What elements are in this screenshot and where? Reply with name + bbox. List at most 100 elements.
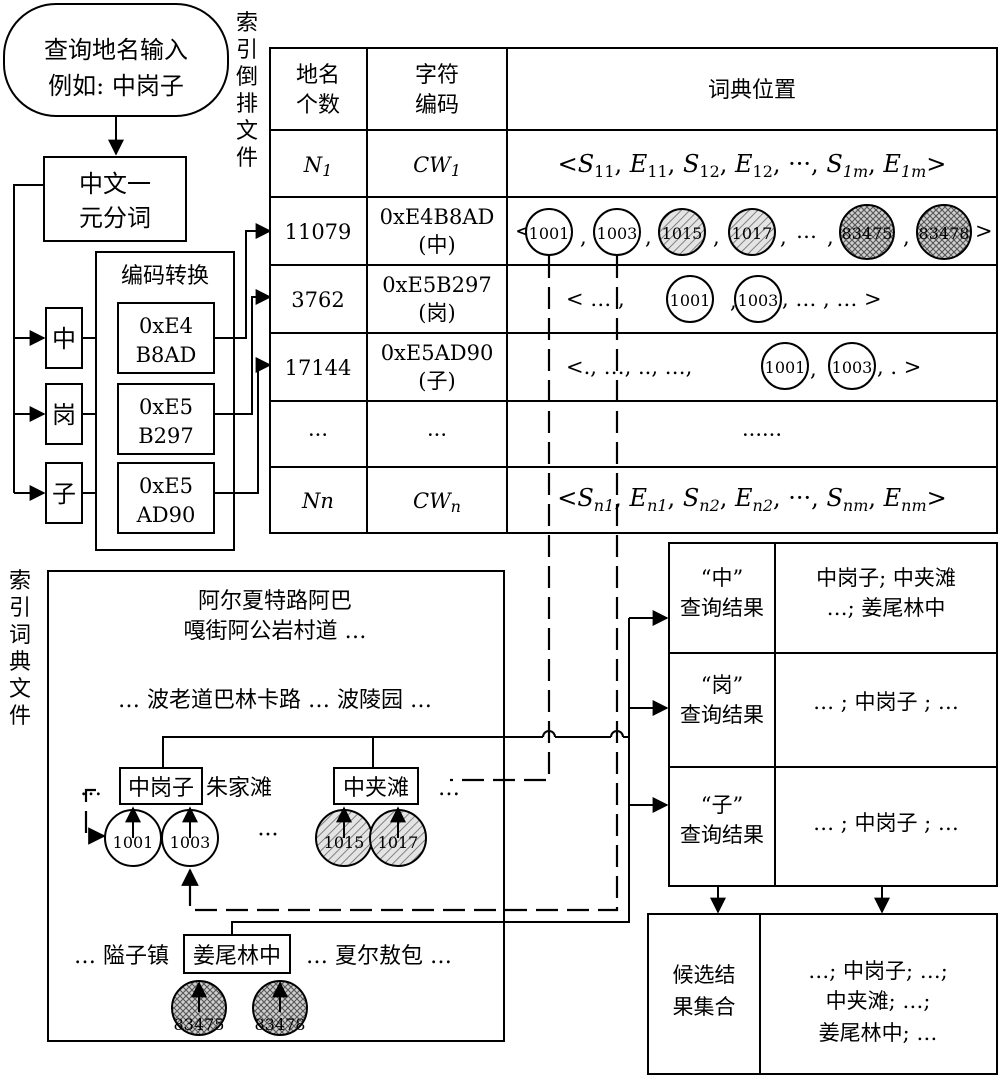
row2-circle-1017: 1017	[728, 208, 776, 256]
svg-text:倒: 倒	[236, 65, 258, 90]
encoding-group: 编码转换 0xE4 B8AD 0xE5 B297 0xE5 AD90	[95, 251, 235, 551]
svg-text:索: 索	[9, 569, 31, 594]
arrow-code2-to-row	[214, 289, 272, 415]
dictionary-file: 阿尔夏特路阿巴 嘎街阿公岩村道 … … 波老道巴林卡路 … 波陵园 … … 中岗…	[47, 570, 505, 1042]
char-box-zhong: 中	[45, 307, 83, 369]
row3-count: 3762	[291, 288, 344, 312]
row2-sep-5: ,	[827, 225, 834, 249]
row4-post: , . >	[877, 355, 921, 379]
row4-code-line1: 0xE5AD90	[381, 341, 494, 365]
row2-count: 11079	[285, 220, 352, 244]
row2-sep-3: ,	[713, 225, 720, 249]
dict-name-zhonggangzi: 中岗子	[128, 776, 194, 801]
segmentation-split-bus	[13, 184, 44, 493]
svg-text:词: 词	[9, 623, 31, 648]
row3-mid: , … , … >	[782, 287, 882, 311]
candidates-label1: 候选结	[673, 963, 736, 987]
svg-text:文: 文	[9, 677, 31, 702]
svg-text:1001: 1001	[113, 833, 154, 852]
row2-sep-6: ,	[903, 225, 910, 249]
row3-pre: < … ,	[566, 287, 625, 311]
svg-text:1003: 1003	[738, 291, 779, 310]
svg-text:1015: 1015	[324, 833, 365, 852]
svg-text:文: 文	[236, 119, 258, 144]
svg-text:引: 引	[9, 596, 31, 621]
result-zi-label2: 查询结果	[680, 823, 764, 847]
code-3-line1: 0xE5	[139, 474, 193, 498]
row5-position: ······	[742, 423, 782, 447]
code-1-line2: B8AD	[136, 343, 197, 367]
code-box-1	[117, 302, 215, 374]
query-line2: 例如: 中岗子	[48, 72, 184, 100]
char-box-zi: 子	[45, 462, 83, 524]
segmentation-line1: 中文一	[79, 170, 151, 198]
result-zhong-label2: 查询结果	[680, 596, 764, 620]
row2-circle-83475: 83475	[839, 204, 895, 260]
row6-position: <Sn1, En1, Sn2, En2, ···, Snm, Enm>	[557, 484, 947, 515]
box-zhongjiatan	[333, 767, 419, 805]
svg-text:件: 件	[236, 146, 258, 171]
code-2-line1: 0xE5	[139, 395, 193, 419]
row4-sep: ,	[810, 357, 817, 381]
result-zhong-label1: “中”	[701, 566, 743, 590]
svg-text:排: 排	[236, 92, 258, 117]
row3-code-line2: (岗)	[418, 301, 455, 325]
svg-text:1017: 1017	[378, 833, 419, 852]
code-1-line1: 0xE4	[139, 314, 193, 338]
svg-text:83475: 83475	[174, 1015, 225, 1034]
char-zhong: 中	[52, 325, 76, 353]
code-box-2	[117, 383, 215, 455]
candidates-line1: …; 中岗子; …;	[808, 959, 948, 983]
row3-sep: ,	[730, 289, 737, 313]
char-zi: 子	[52, 480, 76, 508]
row2-ellipsis: …	[796, 219, 817, 243]
svg-text:1001: 1001	[670, 291, 711, 310]
header-code-line1: 字符	[415, 63, 459, 88]
row2-sep-4: ,	[780, 225, 787, 249]
code-box-3	[117, 462, 215, 534]
result-zi-label1: “子”	[701, 793, 743, 817]
dashed-pointer-into-1001	[84, 788, 106, 845]
dict-circle-1003: 1003	[161, 806, 219, 867]
char-box-gang: 岗	[45, 383, 83, 445]
row2-code-line2: (中)	[418, 233, 455, 257]
dict-circle-1017: 1017	[369, 806, 427, 867]
arrow-code1-to-row	[214, 223, 272, 339]
dict-name-zhongjiatan: 中夹滩	[343, 776, 409, 801]
dict-line3: … 波老道巴林卡路 … 波陵园 …	[118, 688, 432, 713]
result-zhong-value2: …; 姜尾林中	[827, 596, 946, 620]
row4-count: 17144	[285, 356, 352, 380]
row1-code: CW1	[413, 153, 461, 180]
inverted-index-table: 地名 个数 字符 编码 词典位置 N1 CW1 <S11, E11, S12, …	[269, 47, 998, 534]
result-zhong-value1: 中岗子; 中夹滩	[816, 566, 956, 590]
candidates-label2: 果集合	[673, 995, 736, 1019]
row2-circle-1001: 1001	[525, 208, 573, 256]
svg-text:83478: 83478	[255, 1015, 306, 1034]
svg-text:1015: 1015	[662, 224, 703, 243]
dashed-pointer-1003	[181, 256, 619, 912]
dict-ellipsis-left: …	[80, 776, 102, 801]
svg-text:典: 典	[9, 650, 31, 675]
dashed-pointer-1001	[450, 256, 551, 782]
header-count-line1: 地名	[296, 63, 340, 88]
dict-circle-83475: 83475	[171, 980, 227, 1036]
arrow-code3-to-row	[214, 357, 272, 494]
query-line1: 查询地名输入	[44, 36, 188, 64]
row5-code: ···	[427, 423, 447, 447]
svg-text:索: 索	[236, 11, 258, 36]
svg-text:1017: 1017	[732, 224, 773, 243]
row2-circle-1015: 1015	[658, 208, 706, 256]
result-zi-value: … ; 中岗子 ; …	[813, 811, 959, 835]
dict-name-jiangweilinzhong: 姜尾林中	[193, 944, 281, 969]
svg-text:1003: 1003	[170, 833, 211, 852]
svg-text:1003: 1003	[832, 358, 873, 377]
header-count-line2: 个数	[296, 93, 340, 118]
dict-ellipsis-right: …	[438, 776, 460, 801]
row3-code-line1: 0xE5B297	[382, 273, 491, 297]
row2-circle-1003: 1003	[593, 208, 641, 256]
dict-line2: 嘎街阿公岩村道 …	[184, 619, 367, 644]
row2-circle-83478: 83478	[916, 204, 972, 260]
dict-before-jiangweilinzhong: … 隘子镇	[74, 944, 169, 969]
segmentation-box: 中文一 元分词	[43, 156, 187, 242]
dict-dots-mid: ···	[258, 823, 279, 848]
